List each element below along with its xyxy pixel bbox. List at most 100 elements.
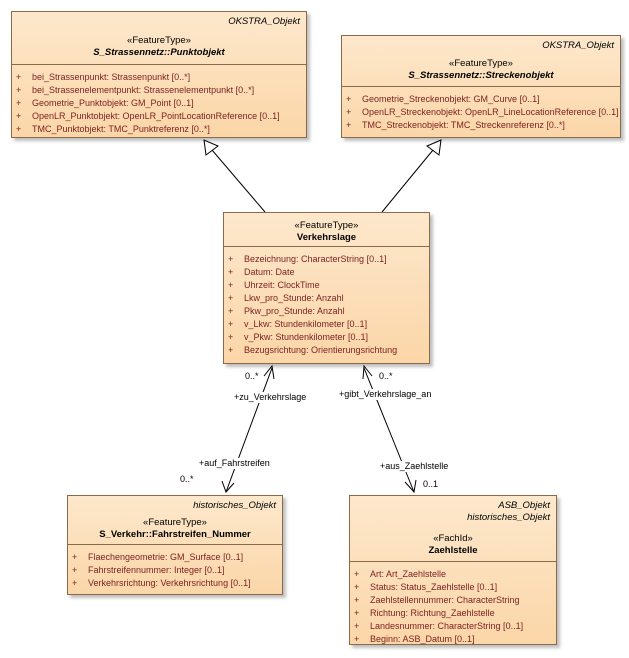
attribute-row[interactable]: + TMC_Punktobjekt: TMC_Punktreferenz [0..… — [12, 123, 306, 136]
attribute-row[interactable]: + bei_Strassenpunkt: Strassenpunkt [0..*] — [12, 71, 306, 84]
attribute-row[interactable]: + v_Pkw: Stundenkilometer [0..1] — [224, 331, 429, 344]
attribute-text: OpenLR_Streckenobjekt: OpenLR_LineLocati… — [362, 107, 619, 117]
attribute-row[interactable]: + Uhrzeit: ClockTime — [224, 279, 429, 292]
attribute-text: Status: Status_Zaehlstelle [0..1] — [370, 582, 498, 592]
visibility-marker: + — [228, 280, 234, 290]
attribute-row[interactable]: +Lkw_pro_Stunde: Anzahl — [224, 292, 429, 305]
visibility-marker: + — [228, 254, 234, 264]
attribute-text: TMC_Streckenobjekt: TMC_Streckenreferenz… — [362, 120, 565, 130]
attribute-row[interactable]: +Geometrie_Punktobjekt: GM_Point [0..1] — [12, 97, 306, 110]
attribute-list: +Art: Art_Zaehlstelle +Status: Status_Za… — [350, 562, 556, 646]
class-name: S_Verkehr::Fahrstreifen_Nummer — [99, 529, 251, 540]
class-name: Zaehlstelle — [428, 545, 478, 556]
attribute-row[interactable]: +Bezugsrichtung: Orientierungsrichtung — [224, 344, 429, 357]
generalization-line-streckenobjekt — [381, 149, 434, 213]
attribute-text: Geometrie_Punktobjekt: GM_Point [0..1] — [32, 98, 194, 108]
role-label-zu-verkehrslage: +zu_Verkehrslage — [234, 392, 307, 403]
visibility-marker: + — [72, 578, 78, 588]
generalization-line-punktobjekt — [211, 149, 266, 213]
visibility-marker: + — [228, 332, 234, 342]
multiplicity-right-top: 0..* — [379, 371, 393, 381]
attribute-row[interactable]: + OpenLR_Punktobjekt: OpenLR_PointLocatio… — [12, 110, 306, 123]
attribute-text: Richtung: Richtung_Zaehlstelle — [370, 608, 495, 618]
attribute-row[interactable]: +Flaechengeometrie: GM_Surface [0..1] — [68, 551, 282, 564]
class-name: S_Strassennetz::Punktobjekt — [93, 47, 225, 58]
attribute-text: bei_Strassenpunkt: Strassenpunkt [0..*] — [32, 72, 191, 82]
attribute-text: Art: Art_Zaehlstelle — [370, 569, 447, 579]
visibility-marker: + — [354, 569, 360, 579]
class-streckenobjekt[interactable]: OKSTRA_Objekt «FeatureType» S_Strassenne… — [341, 35, 621, 138]
stereotype-label: «FeatureType» — [127, 35, 191, 46]
attribute-row[interactable]: +Status: Status_Zaehlstelle [0..1] — [350, 581, 556, 594]
attribute-row[interactable]: + TMC_Streckenobjekt: TMC_Streckenreferen… — [342, 119, 620, 132]
attribute-text: Zaehlstellennummer: CharacterString — [370, 595, 520, 605]
visibility-marker: + — [354, 608, 360, 618]
role-label-gibt-verkehrslage-an: +gibt_Verkehrslage_an — [339, 389, 432, 400]
attribute-row[interactable]: +Fahrstreifennummer: Integer [0..1] — [68, 564, 282, 577]
attribute-row[interactable]: + Richtung: Richtung_Zaehlstelle — [350, 607, 556, 620]
package-label: OKSTRA_Objekt — [542, 40, 614, 51]
attribute-row[interactable]: + Bezeichnung: CharacterString [0..1] — [224, 253, 429, 266]
attribute-text: Verkehrsrichtung: Verkehrsrichtung [0..1… — [88, 578, 251, 588]
attribute-text: v_Lkw: Stundenkilometer [0..1] — [244, 319, 368, 329]
visibility-marker: + — [72, 565, 78, 575]
attribute-text: Bezeichnung: CharacterString [0..1] — [244, 254, 387, 264]
attribute-row[interactable]: +Geometrie_Streckenobjekt: GM_Curve [0..… — [342, 93, 620, 106]
attribute-row[interactable]: + Verkehrsrichtung: Verkehrsrichtung [0..… — [68, 577, 282, 590]
class-fahrstreifen-nummer[interactable]: historisches_Objekt «FeatureType» S_Verk… — [67, 495, 283, 595]
association-arrowhead-right-top — [362, 364, 373, 380]
attribute-text: OpenLR_Punktobjekt: OpenLR_PointLocation… — [32, 111, 280, 121]
visibility-marker: + — [16, 72, 22, 82]
role-label-auf-fahrstreifen: +auf_Fahrstreifen — [199, 458, 270, 469]
association-line-right — [363, 367, 415, 493]
package-label: ASB_Objekt — [498, 500, 550, 511]
class-header: historisches_Objekt «FeatureType» S_Verk… — [68, 496, 282, 545]
class-zaehlstelle[interactable]: ASB_Objekt historisches_Objekt «FachId» … — [349, 495, 557, 645]
attribute-row[interactable]: +Beginn: ASB_Datum [0..1] — [350, 633, 556, 646]
attribute-text: Landesnummer: CharacterString [0..1] — [370, 621, 524, 631]
multiplicity-left-bottom: 0..* — [180, 474, 194, 484]
association-arrowhead-left-bottom — [221, 480, 235, 493]
attribute-row[interactable]: + OpenLR_Streckenobjekt: OpenLR_LineLocat… — [342, 106, 620, 119]
attribute-row[interactable]: +Datum: Date — [224, 266, 429, 279]
attribute-text: Uhrzeit: ClockTime — [244, 280, 320, 290]
visibility-marker: + — [228, 306, 234, 316]
package-label: historisches_Objekt — [467, 512, 550, 523]
package-label: OKSTRA_Objekt — [228, 16, 300, 27]
visibility-marker: + — [228, 345, 234, 355]
class-name: S_Strassennetz::Streckenobjekt — [408, 70, 554, 81]
attribute-list: + bei_Strassenpunkt: Strassenpunkt [0..*]… — [12, 65, 306, 136]
attribute-list: + Geometrie_Streckenobjekt: GM_Curve [0..… — [342, 87, 620, 132]
class-header: ASB_Objekt historisches_Objekt «FachId» … — [350, 496, 556, 562]
attribute-row[interactable]: + Pkw_pro_Stunde: Anzahl — [224, 305, 429, 318]
generalization-arrowhead-punktobjekt — [203, 139, 219, 156]
visibility-marker: + — [354, 595, 360, 605]
attribute-row[interactable]: +v_Lkw: Stundenkilometer [0..1] — [224, 318, 429, 331]
attribute-row[interactable]: + Art: Art_Zaehlstelle — [350, 568, 556, 581]
class-punktobjekt[interactable]: OKSTRA_Objekt «FeatureType» S_Strassenne… — [11, 11, 307, 138]
visibility-marker: + — [346, 107, 352, 117]
attribute-list: + Bezeichnung: CharacterString [0..1] +Da… — [224, 247, 429, 357]
attribute-text: TMC_Punktobjekt: TMC_Punktreferenz [0..*… — [32, 124, 210, 134]
attribute-text: Geometrie_Streckenobjekt: GM_Curve [0..1… — [362, 94, 540, 104]
attribute-row[interactable]: + Zaehlstellennummer: CharacterString — [350, 594, 556, 607]
attribute-text: v_Pkw: Stundenkilometer [0..1] — [244, 332, 369, 342]
attribute-text: Pkw_pro_Stunde: Anzahl — [244, 306, 345, 316]
stereotype-label: «FeatureType» — [294, 220, 359, 231]
association-arrowhead-left-top — [263, 364, 275, 380]
package-label: historisches_Objekt — [193, 500, 276, 511]
stereotype-label: «FachId» — [433, 533, 473, 544]
attribute-row[interactable]: +bei_Strassenelementpunkt: Strasseneleme… — [12, 84, 306, 97]
association-arrowhead-right-bottom — [404, 479, 417, 494]
stereotype-label: «FeatureType» — [449, 58, 513, 69]
generalization-arrowhead-streckenobjekt — [426, 139, 442, 156]
visibility-marker: + — [346, 120, 352, 130]
class-header: OKSTRA_Objekt «FeatureType» S_Strassenne… — [12, 12, 306, 65]
attribute-text: bei_Strassenelementpunkt: Strassenelemen… — [32, 85, 255, 95]
visibility-marker: + — [16, 124, 22, 134]
stereotype-label: «FeatureType» — [143, 517, 207, 528]
attribute-row[interactable]: +Landesnummer: CharacterString [0..1] — [350, 620, 556, 633]
class-verkehrslage[interactable]: «FeatureType» Verkehrslage +Bezeichnung:… — [223, 212, 430, 364]
visibility-marker: + — [16, 111, 22, 121]
multiplicity-right-bottom: 0..1 — [423, 479, 439, 489]
